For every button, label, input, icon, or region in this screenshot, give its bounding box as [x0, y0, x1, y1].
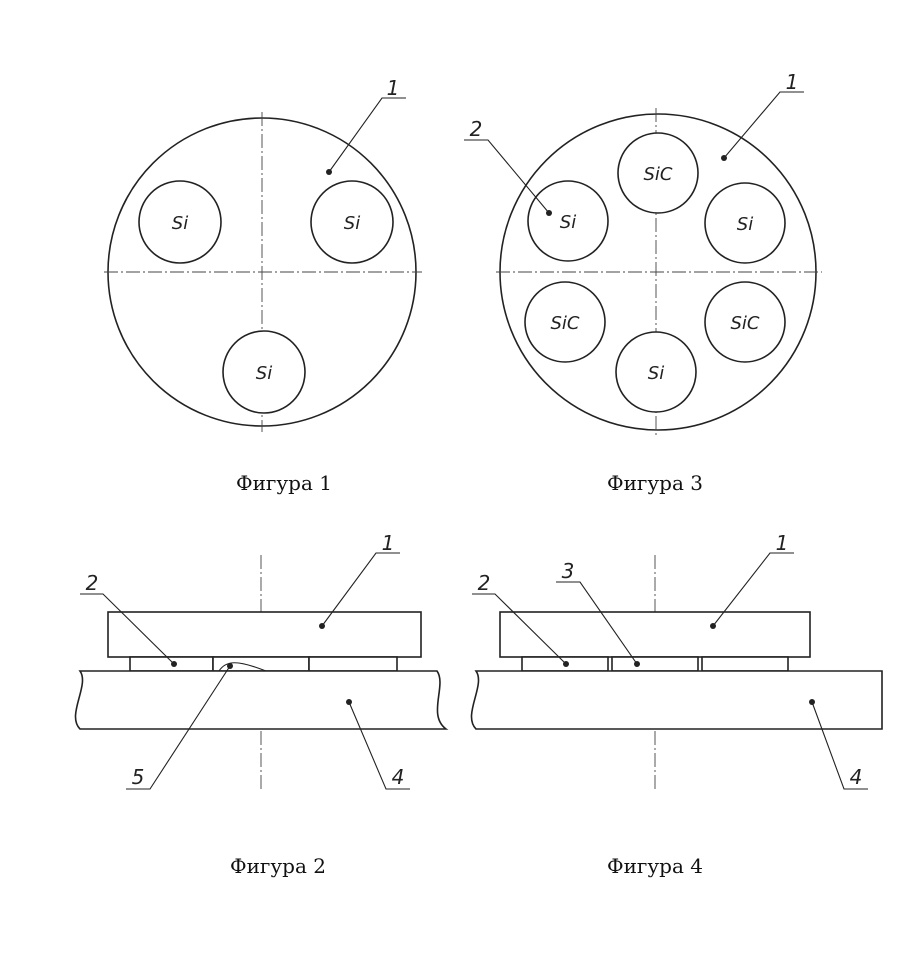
fig4-leader-4-line [811, 701, 868, 790]
fig1-wafer-right-label: Si [344, 213, 360, 234]
fig4-leader-2-line [472, 593, 567, 665]
fig4-base-4 [470, 670, 883, 730]
fig2-caption: Фигура 2 [230, 854, 326, 878]
fig4-wafer-middle-3 [611, 656, 699, 672]
fig1-leader-1-line [328, 97, 406, 173]
fig3-wafer-upper-left [527, 180, 609, 262]
fig4-caption: Фигура 4 [607, 854, 703, 878]
fig2-callout-5: 5 [132, 765, 145, 789]
fig2-leader-2-line [80, 593, 175, 665]
fig2-leader-4-line [348, 701, 410, 790]
fig3-wafer-upper-right-label: Si [737, 214, 753, 235]
fig4-callout-1: 1 [776, 531, 789, 555]
fig2-callout-4: 4 [392, 765, 405, 789]
fig4-plate-1 [499, 611, 811, 658]
fig2-callout-2: 2 [86, 571, 99, 595]
fig4-wafer-right [701, 656, 789, 672]
fig3-leader-1-line [723, 91, 804, 159]
fig4-callout-2: 2 [478, 571, 491, 595]
fig3-wafer-lower-right [704, 281, 786, 363]
fig1-callout-1: 1 [387, 76, 400, 100]
fig3-wafer-lower-left-label: SiC [551, 313, 580, 334]
fig2-plate-1 [107, 611, 422, 658]
fig1-wafer-bottom-label: Si [256, 363, 272, 384]
figure-4: 1 2 3 4 Фигура 4 [470, 531, 883, 878]
figure-2: 1 2 4 5 Фигура 2 [74, 531, 449, 878]
fig1-caption: Фигура 1 [236, 471, 332, 495]
fig2-leader-1-line [321, 552, 400, 627]
fig3-wafer-bottom [615, 331, 697, 413]
fig4-leader-1-line [712, 552, 794, 627]
fig2-gap-defect [218, 662, 267, 672]
fig1-wafer-bottom [222, 330, 306, 414]
fig2-base-4 [74, 670, 449, 730]
fig1-wafer-left-label: Si [172, 213, 188, 234]
fig3-wafer-top-label: SiC [644, 164, 673, 185]
fig3-wafer-top [617, 132, 699, 214]
fig1-wafer-right [310, 180, 394, 264]
fig3-wafer-upper-left-label: Si [560, 212, 576, 233]
fig3-wafer-lower-left [524, 281, 606, 363]
fig3-wafer-bottom-label: Si [648, 363, 664, 384]
figure-3: SiC Si SiC Si SiC Si 1 2 Фигура 3 [464, 70, 822, 495]
fig1-wafer-left [138, 180, 222, 264]
fig2-leader-5-line [126, 665, 231, 790]
fig3-wafer-lower-right-label: SiC [731, 313, 760, 334]
fig4-callout-3: 3 [562, 559, 575, 583]
fig3-callout-2: 2 [470, 117, 483, 141]
fig3-leader-2-line [464, 139, 550, 214]
fig2-wafer-right [308, 656, 398, 672]
fig4-leader-3-line [556, 581, 638, 665]
fig3-wafer-upper-right [704, 182, 786, 264]
fig3-callout-1: 1 [786, 70, 799, 94]
fig2-callout-1: 1 [382, 531, 395, 555]
fig3-caption: Фигура 3 [607, 471, 703, 495]
fig4-callout-4: 4 [850, 765, 863, 789]
figure-1: Si Si Si 1 Фигура 1 [104, 76, 422, 495]
